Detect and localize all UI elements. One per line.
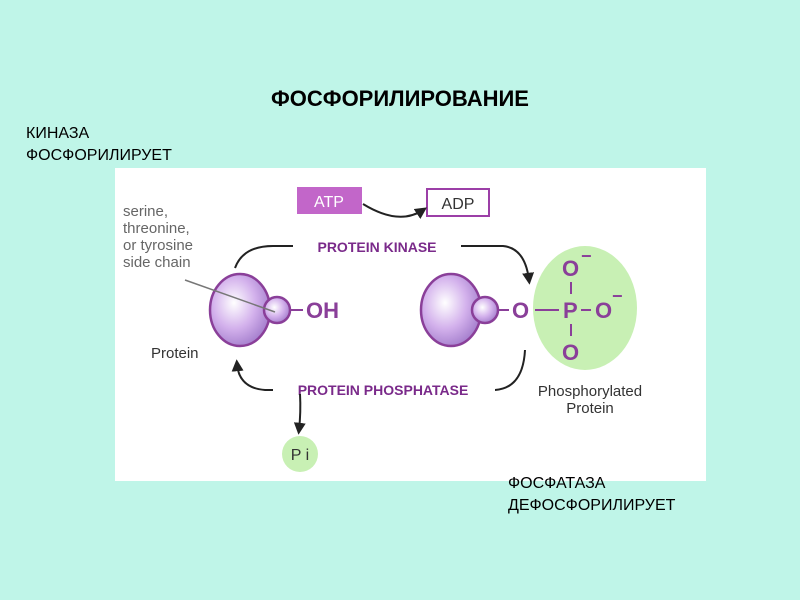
phosphorylated-line1: Phosphorylated [538, 383, 642, 400]
phosphatase-label: PROTEIN PHOSPHATASE [298, 382, 469, 398]
side-chain-label: serine, threonine, or tyrosine side chai… [123, 203, 193, 271]
atp-box [297, 187, 362, 214]
slide-title: ФОСФОРИЛИРОВАНИЕ [271, 86, 529, 111]
kinase-label-bg [293, 236, 461, 256]
phosphatase-note-line2: ДЕФОСФОРИЛИРУЕТ [508, 497, 676, 514]
o-link-label: O [512, 298, 529, 323]
phosphate-group: O P O − O − O [512, 246, 623, 365]
phosphorylation-diagram: ATP ADP PROTEIN KINASE PROTEIN PHOSPHATA… [123, 187, 642, 472]
o-right-charge: − [612, 286, 623, 306]
phosphate-highlight [533, 246, 637, 370]
oh-label: OH [306, 298, 339, 323]
adp-label: ADP [442, 196, 475, 213]
phosphorylated-protein-label: Phosphorylated Protein [538, 383, 642, 417]
side-chain-line1: serine, [123, 203, 168, 220]
o-top-label: O [562, 256, 579, 281]
diagram-panel: ATP ADP PROTEIN KINASE PROTEIN PHOSPHATA… [115, 168, 706, 481]
phospho-protein-side-chain [470, 295, 500, 325]
kinase-note-line2: ФОСФОРИЛИРУЕТ [26, 147, 172, 164]
o-bottom-label: O [562, 340, 579, 365]
o-top-charge: − [581, 246, 592, 266]
side-chain-line2: threonine, [123, 220, 190, 237]
pi-label: P i [291, 447, 309, 464]
kinase-label: PROTEIN KINASE [317, 239, 436, 255]
pi-arrow [293, 393, 306, 435]
phosphorus-label: P [563, 298, 578, 323]
pi-circle [282, 436, 318, 472]
side-chain-line3: or tyrosine [123, 237, 193, 254]
atp-adp-arrow [362, 203, 427, 219]
kinase-note-line1: КИНАЗА [26, 125, 90, 142]
kinase-note: КИНАЗА ФОСФОРИЛИРУЕТ [26, 123, 172, 167]
phosphorylated-line2: Protein [566, 400, 614, 417]
phosphatase-label-bg [273, 380, 495, 400]
adp-box [426, 188, 490, 217]
protein-body [208, 272, 272, 348]
protein-label: Protein [151, 345, 199, 362]
side-chain-line4: side chain [123, 254, 191, 271]
protein-side-chain [262, 295, 292, 325]
phosphatase-note-line1: ФОСФАТАЗА [508, 475, 606, 492]
side-chain-pointer [184, 279, 276, 313]
o-right-label: O [595, 298, 612, 323]
atp-label: ATP [314, 194, 344, 211]
phosphatase-note: ФОСФАТАЗА ДЕФОСФОРИЛИРУЕТ [508, 473, 675, 517]
